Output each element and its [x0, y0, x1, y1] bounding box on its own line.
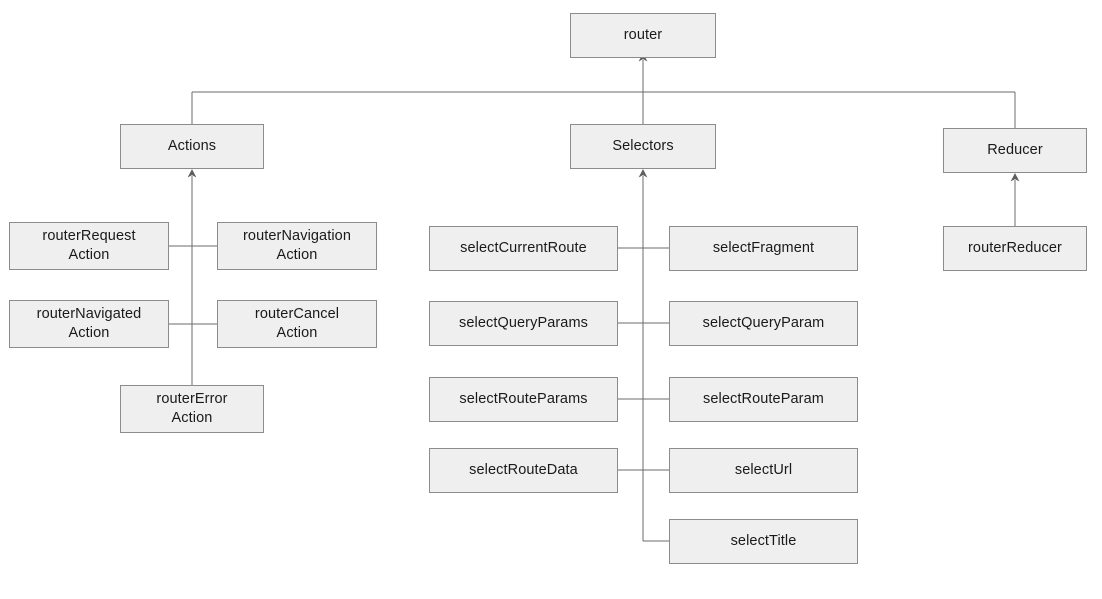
node-selectQueryParam[interactable]: selectQueryParam: [669, 301, 858, 346]
node-routerNavigatedAction[interactable]: routerNavigated Action: [9, 300, 169, 348]
node-selectCurrentRoute[interactable]: selectCurrentRoute: [429, 226, 618, 271]
node-router[interactable]: router: [570, 13, 716, 58]
node-selectQueryParams[interactable]: selectQueryParams: [429, 301, 618, 346]
node-selectTitle[interactable]: selectTitle: [669, 519, 858, 564]
node-reducer[interactable]: Reducer: [943, 128, 1087, 173]
node-routerReducer[interactable]: routerReducer: [943, 226, 1087, 271]
node-selectRouteParams[interactable]: selectRouteParams: [429, 377, 618, 422]
node-actions[interactable]: Actions: [120, 124, 264, 169]
node-routerErrorAction[interactable]: routerError Action: [120, 385, 264, 433]
node-selectRouteData[interactable]: selectRouteData: [429, 448, 618, 493]
node-selectors[interactable]: Selectors: [570, 124, 716, 169]
node-routerCancelAction[interactable]: routerCancel Action: [217, 300, 377, 348]
node-routerRequestAction[interactable]: routerRequest Action: [9, 222, 169, 270]
node-selectFragment[interactable]: selectFragment: [669, 226, 858, 271]
node-routerNavigationAction[interactable]: routerNavigation Action: [217, 222, 377, 270]
node-selectRouteParam[interactable]: selectRouteParam: [669, 377, 858, 422]
node-selectUrl[interactable]: selectUrl: [669, 448, 858, 493]
